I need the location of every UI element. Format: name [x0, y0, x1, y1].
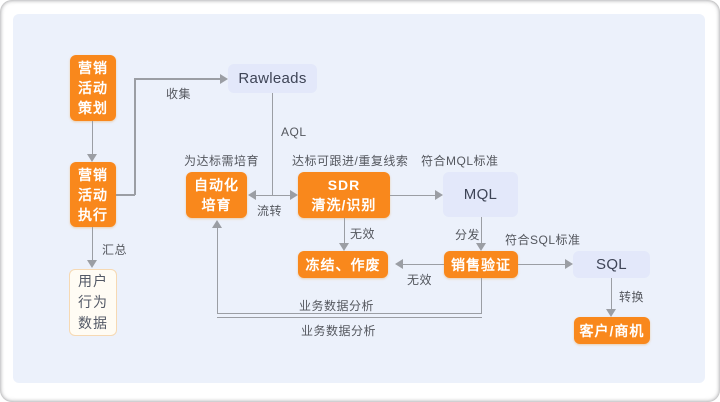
arrowhead-sql-customer — [606, 309, 616, 317]
arrowhead-sales-freeze — [395, 259, 403, 269]
label-sql-standard: 符合SQL标准 — [505, 233, 581, 247]
node-user-behavior-data-line1: 用户 — [78, 273, 108, 289]
node-campaign-plan: 营销 活动 策划 — [70, 55, 116, 121]
label-nurture-needed: 为达标需培育 — [184, 154, 260, 168]
edge-label-convert: 转换 — [619, 290, 645, 304]
node-sales-verify: 销售验证 — [444, 251, 518, 278]
edge-feedback-h-upper — [216, 312, 482, 314]
label-mql-standard: 符合MQL标准 — [421, 154, 499, 168]
arrowhead-sdr-mql — [435, 190, 443, 200]
arrowhead-feedback-nurture — [212, 220, 222, 228]
arrowhead-plan-execute — [87, 154, 97, 162]
node-campaign-plan-line2: 活动 — [78, 80, 108, 96]
node-auto-nurture-line2: 培育 — [201, 197, 232, 213]
edge-execute-rawleads-h2 — [134, 78, 221, 80]
arrowhead-sdr-freeze — [339, 243, 349, 251]
edge-execute-rawleads-h1 — [116, 194, 135, 196]
node-campaign-plan-line3: 策划 — [78, 100, 108, 116]
node-user-behavior-data-line3: 数据 — [78, 315, 108, 331]
edge-mql-sales — [480, 217, 482, 244]
arrowhead-into-nurture — [248, 190, 256, 200]
arrowhead-into-sdr — [290, 190, 298, 200]
node-campaign-execute-line3: 执行 — [78, 206, 108, 223]
edge-nurture-sdr — [255, 194, 290, 196]
edge-feedback-h-lower — [216, 316, 482, 318]
node-campaign-execute-line2: 活动 — [78, 186, 108, 203]
node-user-behavior-data-line2: 行为 — [78, 294, 108, 310]
node-mql-label: MQL — [463, 186, 498, 203]
arrowhead-execute-userdata — [87, 260, 97, 268]
arrowhead-execute-rawleads — [220, 73, 228, 84]
node-customer-opportunity-label: 客户/商机 — [579, 322, 645, 339]
node-freeze-void-label: 冻结、作废 — [305, 256, 381, 273]
edge-label-flow: 流转 — [257, 204, 283, 218]
node-campaign-execute-line1: 营销 — [78, 166, 108, 183]
edge-label-collect: 收集 — [166, 87, 192, 101]
edge-feedback-left-v — [216, 228, 218, 314]
edge-label-invalid-sales: 无效 — [407, 273, 433, 287]
node-customer-opportunity: 客户/商机 — [574, 317, 650, 344]
edge-sdr-freeze — [343, 218, 345, 244]
edge-sdr-mql — [390, 194, 435, 196]
edge-execute-rawleads-v — [134, 78, 136, 195]
edge-label-biz-analysis-bottom: 业务数据分析 — [301, 324, 377, 338]
node-mql: MQL — [443, 172, 518, 217]
edge-sales-sql — [518, 263, 566, 265]
node-campaign-execute: 营销 活动 执行 — [70, 162, 116, 227]
edge-sql-customer — [610, 278, 612, 310]
edge-label-aql: AQL — [281, 125, 307, 139]
node-rawleads: Rawleads — [228, 64, 317, 93]
flowchart-panel: 营销 活动 策划 营销 活动 执行 用户 行为 数据 Rawleads 自动化 … — [13, 14, 705, 383]
node-campaign-plan-line1: 营销 — [78, 60, 108, 76]
edge-label-biz-analysis-top: 业务数据分析 — [299, 299, 375, 313]
arrowhead-sales-sql — [565, 259, 573, 269]
node-sdr-clean-line2: 清洗/识别 — [311, 197, 377, 213]
edge-label-distribute: 分发 — [455, 228, 481, 242]
node-sql-label: SQL — [596, 256, 627, 273]
edge-rawleads-junction — [271, 93, 273, 195]
edge-execute-userdata — [91, 227, 93, 261]
node-sdr-clean: SDR 清洗/识别 — [298, 172, 390, 218]
node-sdr-clean-line1: SDR — [327, 177, 361, 193]
node-auto-nurture-line1: 自动化 — [194, 177, 239, 193]
node-auto-nurture: 自动化 培育 — [186, 172, 247, 218]
node-user-behavior-data: 用户 行为 数据 — [69, 269, 117, 336]
edge-feedback-right-v — [480, 278, 482, 314]
node-sql: SQL — [573, 251, 650, 278]
label-qualified-followup: 达标可跟进/重复线索 — [292, 154, 409, 168]
edge-sales-freeze — [403, 263, 444, 265]
edge-plan-execute — [91, 121, 93, 155]
edge-label-summarize: 汇总 — [102, 243, 128, 257]
arrowhead-mql-sales — [476, 243, 486, 251]
node-freeze-void: 冻结、作废 — [298, 251, 388, 278]
edge-label-invalid-sdr: 无效 — [350, 227, 376, 241]
node-sales-verify-label: 销售验证 — [451, 256, 511, 273]
node-rawleads-label: Rawleads — [238, 70, 307, 87]
